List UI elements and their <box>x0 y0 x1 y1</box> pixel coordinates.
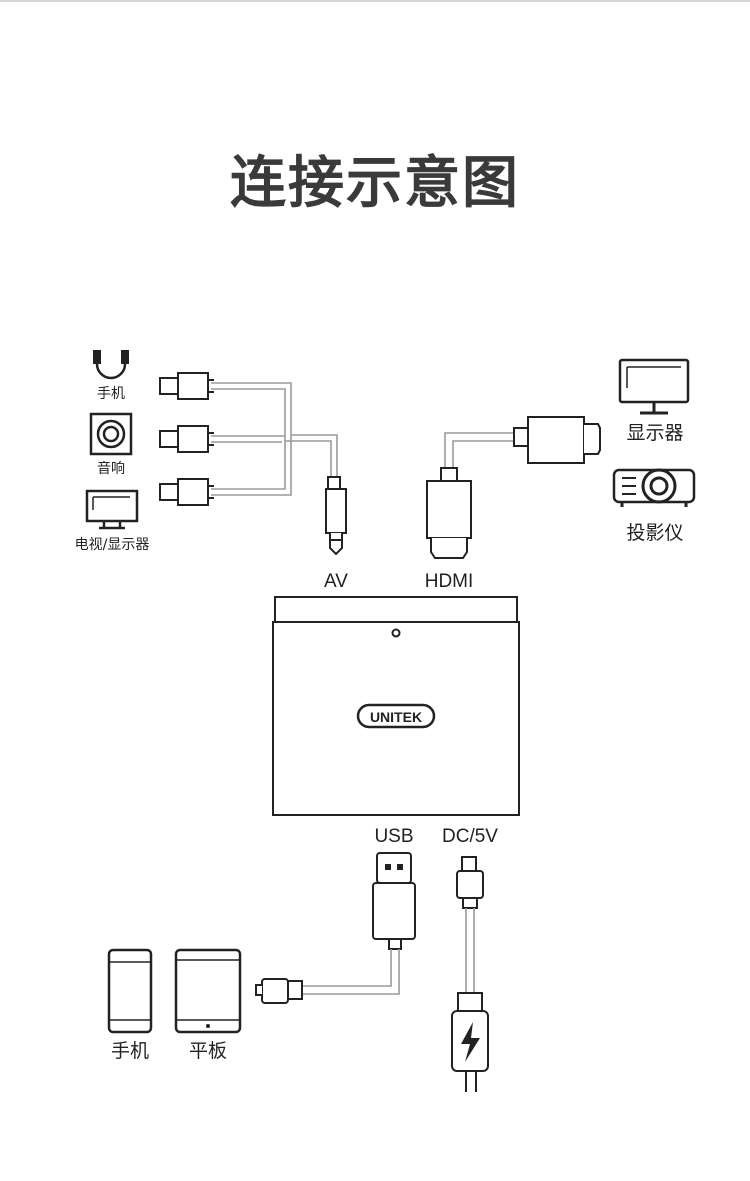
hub-device <box>272 596 520 816</box>
hdmi-monitor-label: 显示器 <box>626 422 683 444</box>
usb-phone-label: 手机 <box>111 1040 149 1062</box>
tv-icon <box>85 489 139 530</box>
av-port-label: AV <box>324 571 348 592</box>
top-divider <box>0 0 750 2</box>
hdmi-projector-label: 投影仪 <box>626 522 683 544</box>
rca-plug-bottom <box>159 478 214 506</box>
hdmi-plug-right <box>513 416 601 464</box>
hdmi-cable-lines <box>444 432 514 468</box>
speaker-icon <box>89 412 133 456</box>
hdmi-port-label: HDMI <box>425 571 474 592</box>
tablet-icon <box>174 948 242 1034</box>
rca-plug-middle <box>159 425 214 453</box>
monitor-icon <box>618 358 690 415</box>
dc-cable-lines <box>465 908 475 993</box>
av-phone-label: 手机 <box>97 386 125 402</box>
av-cable-lines <box>211 382 338 496</box>
projector-icon <box>612 468 696 507</box>
lightning-icon <box>461 1022 480 1062</box>
phone-icon <box>107 948 153 1034</box>
hdmi-plug <box>426 467 472 559</box>
rca-plug-top <box>159 372 214 400</box>
dc-port-label: DC/5V <box>442 826 498 847</box>
av-plug <box>325 476 347 556</box>
usb-plug <box>372 852 416 950</box>
usb-cable-lines <box>302 949 400 995</box>
micro-usb-plug <box>255 978 303 1004</box>
brand-logo-text: UNITEK <box>370 709 422 725</box>
usb-tablet-label: 平板 <box>189 1040 227 1062</box>
diagram-title: 连接示意图 <box>230 151 520 216</box>
av-tv-label: 电视/显示器 <box>75 537 150 553</box>
usb-port-label: USB <box>374 826 413 847</box>
dc-plug <box>456 856 484 909</box>
av-audio-label: 音响 <box>97 460 125 477</box>
headphone-jack-icon <box>93 350 129 380</box>
